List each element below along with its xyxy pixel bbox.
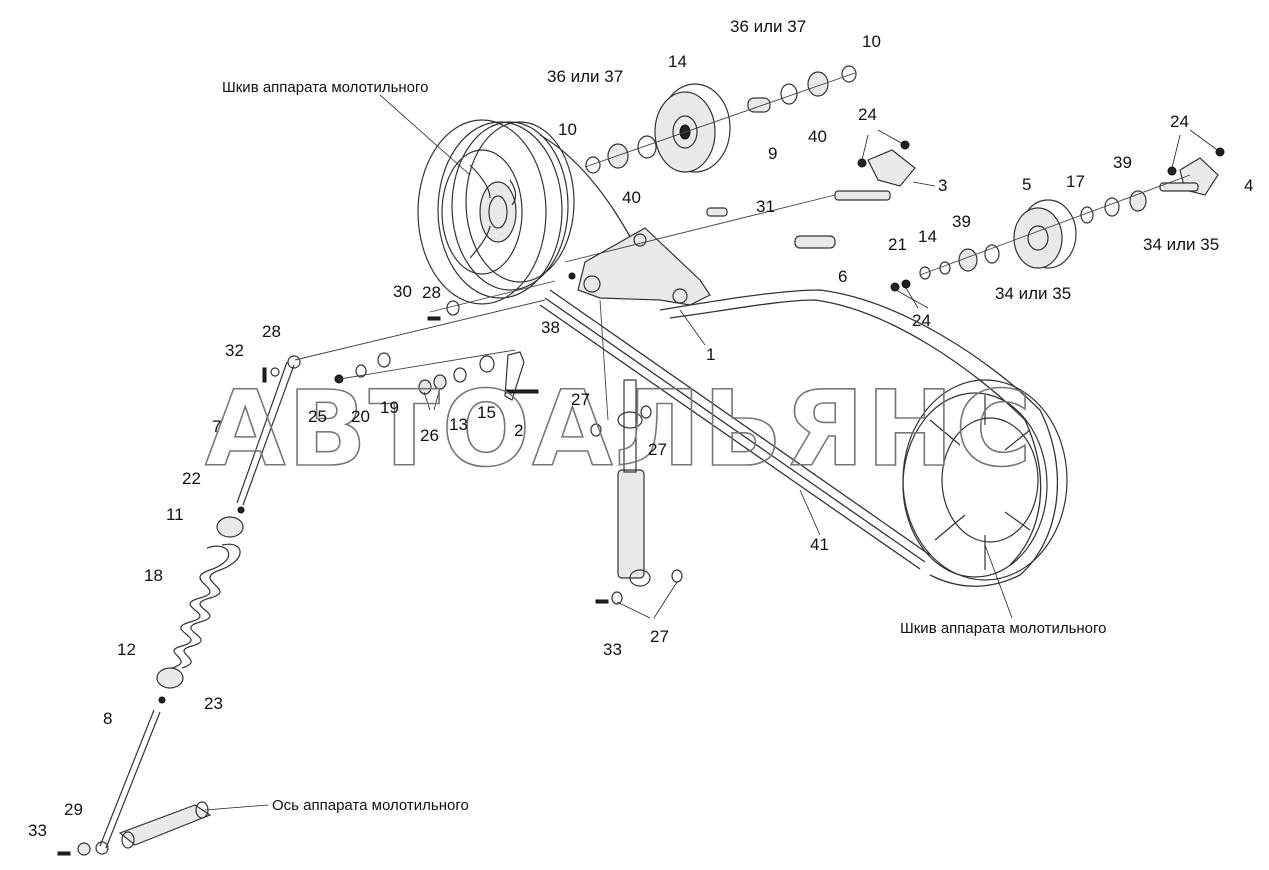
label-28-left: 28: [262, 322, 281, 341]
label-38: 38: [541, 318, 560, 337]
label-27-a: 27: [571, 390, 590, 409]
label-14-top: 14: [668, 52, 687, 71]
hydraulic-cylinder: [617, 379, 651, 587]
label-11: 11: [166, 505, 184, 524]
idler-pulley-top: [654, 83, 731, 173]
hardware: [262, 65, 1225, 605]
caption-threshing-axis: Ось аппарата молотильного: [272, 797, 469, 814]
label-22: 22: [182, 469, 201, 488]
label-27-c: 27: [650, 627, 669, 646]
label-30: 30: [393, 282, 412, 301]
lower-pulley: [902, 379, 1068, 581]
label-29: 29: [64, 800, 83, 819]
label-34-35-right: 34 или 35: [1143, 235, 1219, 254]
label-6: 6: [838, 267, 847, 286]
upper-pulley: [417, 119, 575, 305]
label-40-right: 40: [808, 127, 827, 146]
label-21: 21: [888, 235, 907, 254]
label-34-35-mid: 34 или 35: [995, 284, 1071, 303]
label-18: 18: [144, 566, 163, 585]
label-33-mid: 33: [603, 640, 622, 659]
label-27-b: 27: [648, 440, 667, 459]
label-24-c: 24: [912, 311, 931, 330]
label-33-left: 33: [28, 821, 47, 840]
watermark: АВТОАЛЬЯНС: [205, 368, 1034, 490]
label-28-top: 28: [422, 283, 441, 302]
label-13: 13: [449, 415, 468, 434]
label-32: 32: [225, 341, 244, 360]
threshing-axis: [118, 801, 212, 849]
part-labels: 36 или 37 36 или 37 10 10 14 14 9 40 40 …: [28, 17, 1253, 840]
label-24-a: 24: [858, 105, 877, 124]
label-25: 25: [308, 407, 327, 426]
label-1: 1: [706, 345, 715, 364]
label-36-37-top: 36 или 37: [730, 17, 806, 36]
idler-pulley-5: [1013, 199, 1077, 269]
label-41: 41: [810, 535, 829, 554]
label-17: 17: [1066, 172, 1085, 191]
label-24-b: 24: [1170, 112, 1189, 131]
label-26: 26: [420, 426, 439, 445]
label-5: 5: [1022, 175, 1031, 194]
label-31: 31: [756, 197, 775, 216]
label-19: 19: [380, 398, 399, 417]
label-39-mid: 39: [952, 212, 971, 231]
label-4: 4: [1244, 176, 1253, 195]
label-7: 7: [212, 417, 221, 436]
label-2: 2: [514, 421, 523, 440]
label-14-mid: 14: [918, 227, 937, 246]
label-40-left: 40: [622, 188, 641, 207]
leader-lines: [204, 94, 1221, 811]
label-23: 23: [204, 694, 223, 713]
label-36-37-left: 36 или 37: [547, 67, 623, 86]
label-15: 15: [477, 403, 496, 422]
label-12: 12: [117, 640, 136, 659]
label-10-right: 10: [862, 32, 881, 51]
label-39-right: 39: [1113, 153, 1132, 172]
label-3: 3: [938, 176, 947, 195]
label-9: 9: [768, 144, 777, 163]
caption-lower-pulley: Шкив аппарата молотильного: [900, 620, 1107, 637]
label-8: 8: [103, 709, 112, 728]
label-10-left: 10: [558, 120, 577, 139]
tensioner-bracket: [577, 227, 711, 306]
caption-upper-pulley: Шкив аппарата молотильного: [222, 79, 429, 96]
assembly-axes: [294, 72, 1191, 421]
label-20: 20: [351, 407, 370, 426]
spring-assembly: [57, 355, 301, 856]
